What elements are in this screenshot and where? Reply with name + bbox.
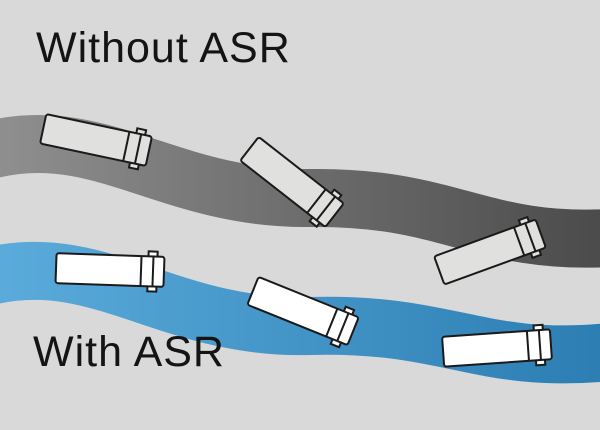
truck-without-asr-2 <box>240 136 344 229</box>
truck-cab-separator <box>122 131 131 162</box>
truck-cab-separator <box>525 330 530 361</box>
truck-cab-separator <box>513 226 526 256</box>
truck-with-asr-1 <box>54 250 166 293</box>
truck-without-asr-1 <box>39 113 153 171</box>
truck-body <box>240 136 344 228</box>
label-without-asr: Without ASR <box>36 24 291 72</box>
truck-cab-separator <box>306 188 327 214</box>
truck-with-asr-2 <box>247 276 359 349</box>
truck-body <box>54 252 166 288</box>
truck-windshield-line <box>336 312 350 342</box>
truck-windshield-line <box>151 256 155 287</box>
truck-windshield-line <box>133 134 143 164</box>
truck-cab-separator <box>139 256 143 287</box>
truck-windshield-line <box>524 222 537 252</box>
label-with-asr: With ASR <box>33 328 225 376</box>
truck-windshield-line <box>315 196 336 221</box>
truck-windshield-line <box>537 329 542 361</box>
truck-body <box>39 113 153 167</box>
truck-with-asr-3 <box>441 323 553 368</box>
truck-cab-separator <box>325 308 339 337</box>
trucks-layer <box>39 113 553 368</box>
truck-body <box>441 328 553 368</box>
truck-without-asr-3 <box>433 215 547 285</box>
